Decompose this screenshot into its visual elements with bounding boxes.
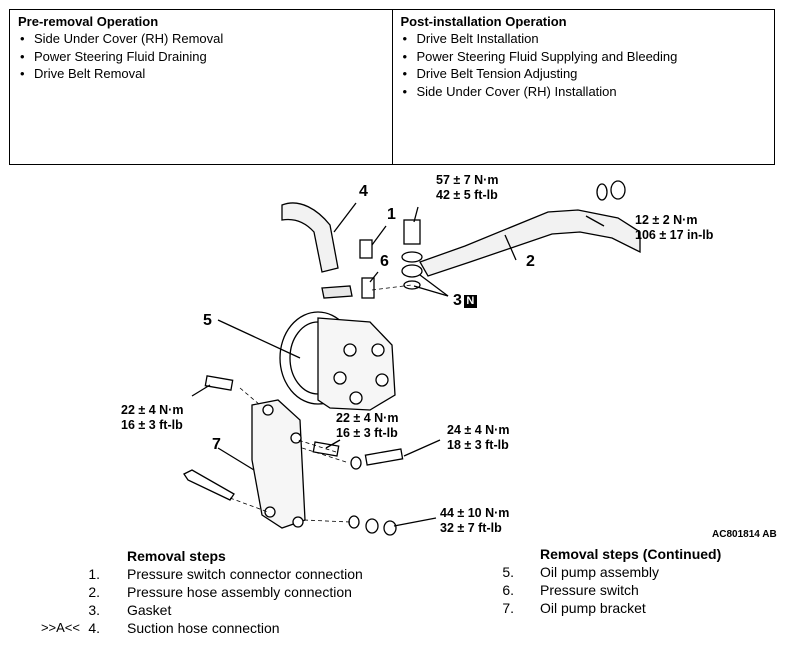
- n-badge-icon: N: [463, 295, 477, 308]
- list-item: Side Under Cover (RH) Installation: [401, 83, 767, 101]
- pressure-switch-illustration: [361, 277, 375, 299]
- operations-table: Pre-removal Operation Side Under Cover (…: [9, 9, 775, 165]
- callout-7: 7: [212, 436, 221, 453]
- callout-5: 5: [203, 312, 212, 329]
- pre-removal-list: Side Under Cover (RH) Removal Power Stee…: [18, 30, 384, 83]
- long-bolt-illustration: [183, 469, 235, 501]
- list-item: Drive Belt Removal: [18, 65, 384, 83]
- list-item: Power Steering Fluid Draining: [18, 48, 384, 66]
- removal-steps-continued-title: Removal steps (Continued): [540, 546, 722, 562]
- list-item: Drive Belt Tension Adjusting: [401, 65, 767, 83]
- pressure-hose-illustration: [419, 209, 641, 277]
- callout-1: 1: [387, 206, 396, 223]
- connector-illustration: [359, 239, 373, 259]
- suction-hose-illustration: [281, 202, 339, 273]
- list-item: Power Steering Fluid Supplying and Bleed…: [401, 48, 767, 66]
- oil-pump-exploded-diagram: [183, 180, 641, 536]
- eye-bolt-illustration: [403, 219, 421, 245]
- list-item: 1. Pressure switch connector connection: [88, 566, 363, 582]
- callout-4: 4: [359, 183, 368, 200]
- pump-body-illustration: [317, 317, 396, 411]
- list-item: 5. Oil pump assembly: [502, 564, 660, 580]
- list-item: Side Under Cover (RH) Removal: [18, 30, 384, 48]
- list-item: 2. Pressure hose assembly connection: [88, 584, 352, 600]
- removal-steps-continued: Removal steps (Continued) 5. Oil pump as…: [470, 545, 780, 617]
- list-item: 3. Gasket: [88, 602, 172, 618]
- removal-steps-title: Removal steps: [127, 548, 226, 564]
- list-item: 6. Pressure switch: [502, 582, 639, 598]
- list-item: >>A<< 4. Suction hose connection: [0, 619, 400, 637]
- list-item: Drive Belt Installation: [401, 30, 767, 48]
- figure-id: AC801814 AB: [712, 529, 777, 540]
- pre-removal-section: Pre-removal Operation Side Under Cover (…: [10, 10, 392, 164]
- post-installation-section: Post-installation Operation Drive Belt I…: [391, 10, 775, 164]
- removal-steps: Removal steps 1. Pressure switch connect…: [0, 547, 400, 637]
- hose-clamp-illustration: [321, 285, 353, 299]
- list-item: 7. Oil pump bracket: [502, 600, 646, 616]
- pre-removal-title: Pre-removal Operation: [18, 14, 159, 29]
- post-installation-list: Drive Belt Installation Power Steering F…: [401, 30, 767, 100]
- post-installation-title: Post-installation Operation: [400, 14, 567, 29]
- callout-2: 2: [526, 253, 535, 270]
- step-prefix: >>A<<: [40, 620, 80, 635]
- callout-6: 6: [380, 253, 389, 270]
